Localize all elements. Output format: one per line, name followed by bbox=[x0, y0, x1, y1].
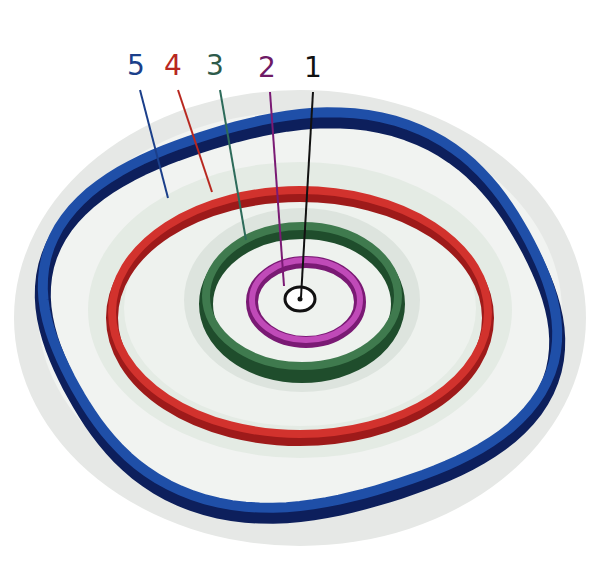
ring-3 bbox=[206, 232, 398, 376]
callout-number: 4 bbox=[164, 52, 182, 80]
callout-number: 3 bbox=[206, 52, 224, 80]
ring-5 bbox=[43, 120, 557, 515]
center-dot bbox=[298, 297, 303, 302]
callout-number: 5 bbox=[127, 52, 145, 80]
zone bbox=[38, 112, 562, 512]
ring-1 bbox=[285, 287, 315, 311]
zone bbox=[184, 208, 420, 392]
ring-5 bbox=[43, 112, 557, 507]
leader-line bbox=[220, 90, 246, 240]
ring-4 bbox=[112, 190, 488, 434]
leader-line bbox=[301, 92, 313, 297]
ring-5 bbox=[43, 112, 557, 515]
background-disc bbox=[14, 90, 586, 546]
leader-line bbox=[178, 90, 212, 192]
ring-2 bbox=[252, 260, 360, 340]
leader-line bbox=[270, 92, 284, 286]
callout-number: 2 bbox=[258, 54, 276, 82]
zone bbox=[88, 162, 512, 458]
leader-line bbox=[140, 90, 168, 198]
callout-number: 1 bbox=[304, 54, 322, 82]
